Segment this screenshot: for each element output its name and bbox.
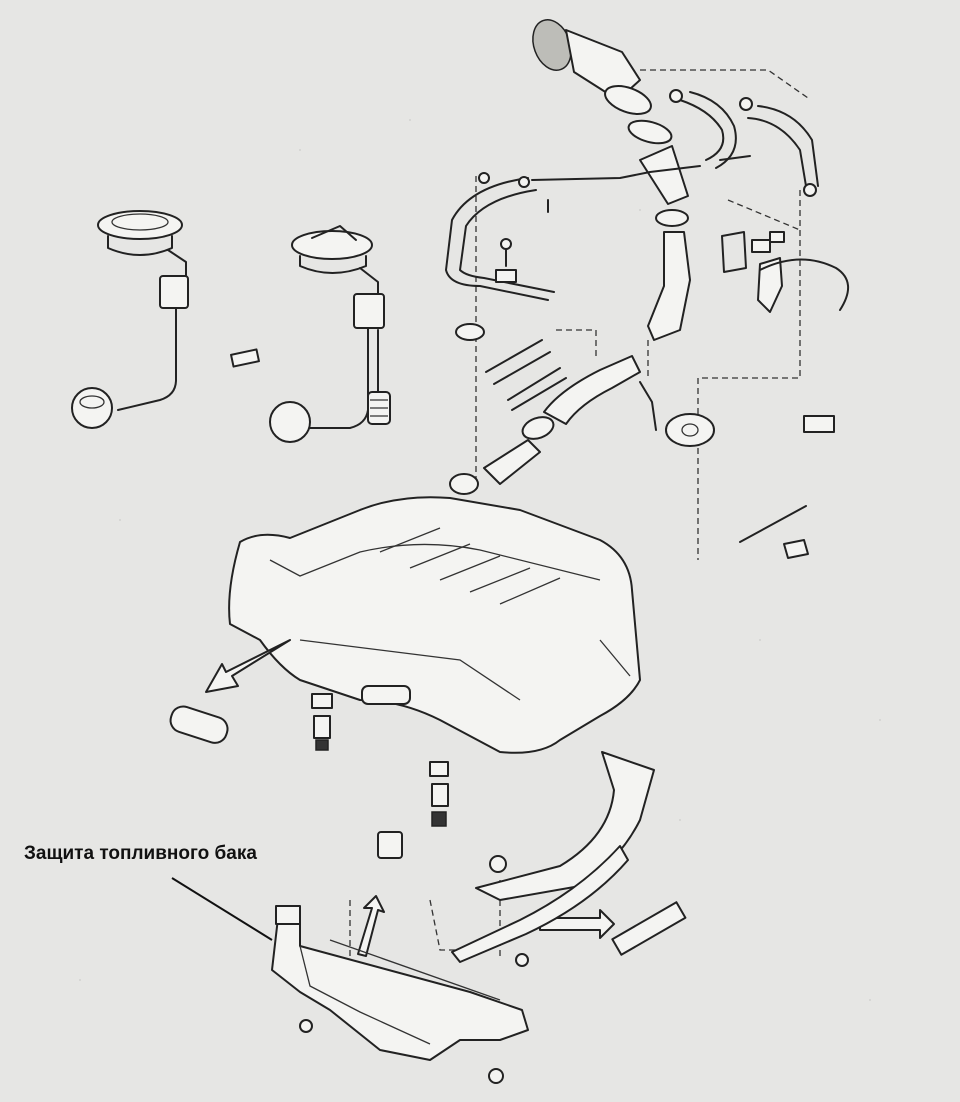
fuel-tank bbox=[228, 496, 641, 754]
tank-guard bbox=[271, 905, 529, 1061]
tank-strap bbox=[451, 751, 687, 963]
clip-right bbox=[783, 539, 809, 559]
fuel-pump-sender bbox=[269, 225, 391, 443]
fuel-filler-neck bbox=[532, 19, 691, 341]
breather-tube bbox=[739, 505, 807, 543]
vent-pipe bbox=[445, 165, 701, 301]
rubber-mount bbox=[803, 415, 835, 433]
fuel-gauge-sender bbox=[71, 210, 189, 429]
vent-valve-bracket bbox=[721, 231, 849, 313]
filler-hoses bbox=[449, 323, 715, 495]
tank-pipe bbox=[169, 705, 229, 744]
vent-hoses bbox=[669, 89, 819, 197]
paper-texture bbox=[79, 119, 881, 1001]
mounting-bolts bbox=[299, 685, 529, 1084]
tank-guard-callout-label: Защита топливного бака bbox=[24, 843, 257, 864]
callout-leader-line bbox=[171, 877, 273, 941]
direction-arrows bbox=[205, 639, 615, 957]
retaining-clip bbox=[230, 348, 260, 368]
